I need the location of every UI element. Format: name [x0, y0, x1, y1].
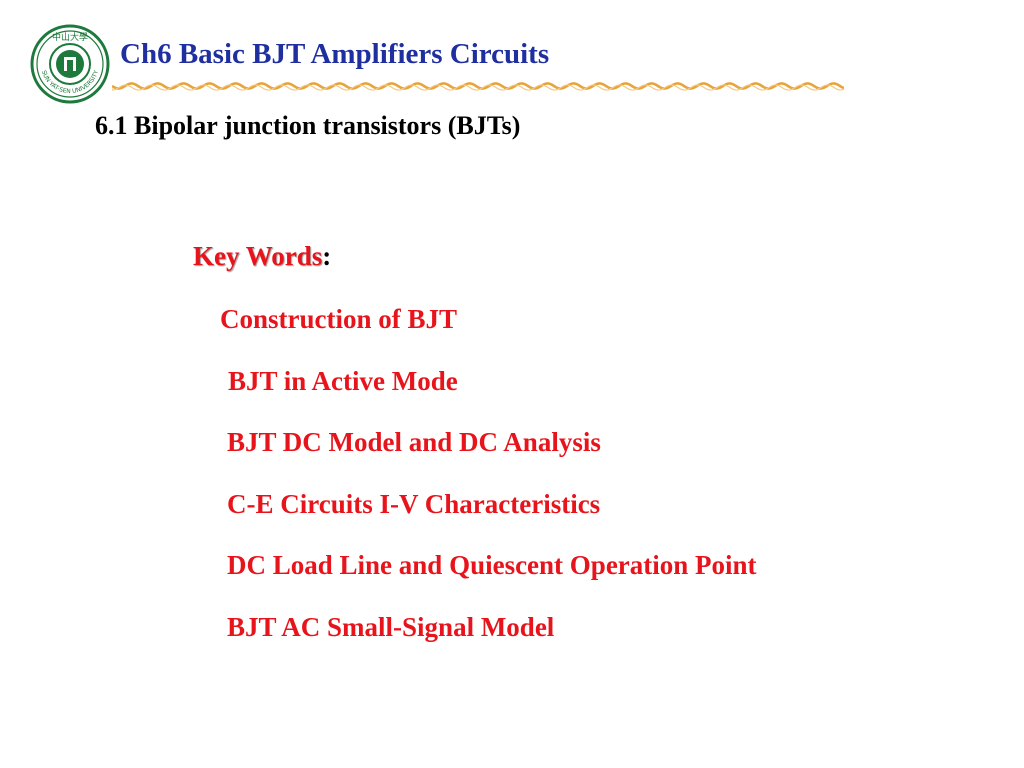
key-word-item: C-E Circuits I-V Characteristics: [227, 489, 601, 519]
key-word-item: BJT DC Model and DC Analysis: [227, 427, 601, 457]
chapter-title: Ch6 Basic BJT Amplifiers Circuits: [120, 38, 550, 70]
section-title: 6.1 Bipolar junction transistors (BJTs): [95, 111, 521, 140]
logo-top-text: 中山大學: [52, 31, 88, 43]
key-words-heading: Key Words:: [193, 243, 331, 270]
key-word-item: BJT AC Small-Signal Model: [227, 612, 555, 642]
key-words-colon: :: [322, 241, 332, 271]
wavy-divider: [112, 82, 844, 91]
university-seal-icon: 中山大學 SUN YAT-SEN UNIVERSITY: [30, 24, 110, 104]
key-word-item: Construction of BJT: [220, 304, 458, 334]
key-word-item: DC Load Line and Quiescent Operation Poi…: [227, 550, 757, 580]
key-words-label: Key Words: [193, 241, 323, 271]
key-word-item: BJT in Active Mode: [228, 366, 458, 396]
university-logo: 中山大學 SUN YAT-SEN UNIVERSITY: [30, 24, 110, 104]
